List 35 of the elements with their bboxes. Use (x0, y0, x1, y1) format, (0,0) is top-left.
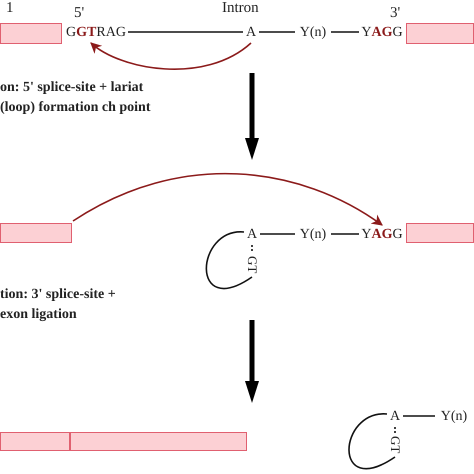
sequence-label: GGTRAG (65, 24, 127, 42)
sequence-label: YAGG (360, 226, 404, 244)
lariat-loop (206, 231, 252, 290)
curved-arrow (72, 173, 383, 226)
connector-line (331, 233, 359, 235)
exon-number: 1 (6, 0, 14, 16)
sequence-label: YAGG (360, 24, 404, 42)
exon-bar (70, 432, 247, 451)
connector-line (260, 233, 295, 235)
connector-line (128, 31, 243, 33)
sequence-label: GT (387, 434, 403, 456)
sequence-label: Y(n) (436, 408, 472, 426)
connector-line (403, 415, 435, 417)
exon-bar (0, 223, 72, 243)
sequence-label: A (388, 408, 402, 426)
prime-end-label: 5' (74, 5, 84, 21)
step-description: on: 5' splice-site + lariat (loop) formation ch point (0, 79, 152, 117)
prime-end-label: 3' (390, 5, 400, 21)
sequence-label: A (244, 24, 258, 42)
exon-bar (406, 23, 474, 44)
sequence-label: A (245, 226, 259, 244)
intron-label: Intron (222, 0, 259, 16)
dotted-line (394, 427, 396, 433)
lariat-loop (348, 413, 396, 470)
step-description: tion: 3' splice-site + exon ligation (0, 286, 117, 324)
exon-bar (0, 432, 70, 451)
exon-bar (406, 223, 474, 243)
exon-bar (0, 23, 62, 44)
connector-line (331, 31, 359, 33)
sequence-label: GT (244, 254, 260, 276)
dotted-line (251, 245, 253, 253)
curved-arrow (90, 42, 252, 70)
connector-line (259, 31, 295, 33)
sequence-label: Y(n) (296, 24, 330, 42)
sequence-label: Y(n) (296, 226, 330, 244)
